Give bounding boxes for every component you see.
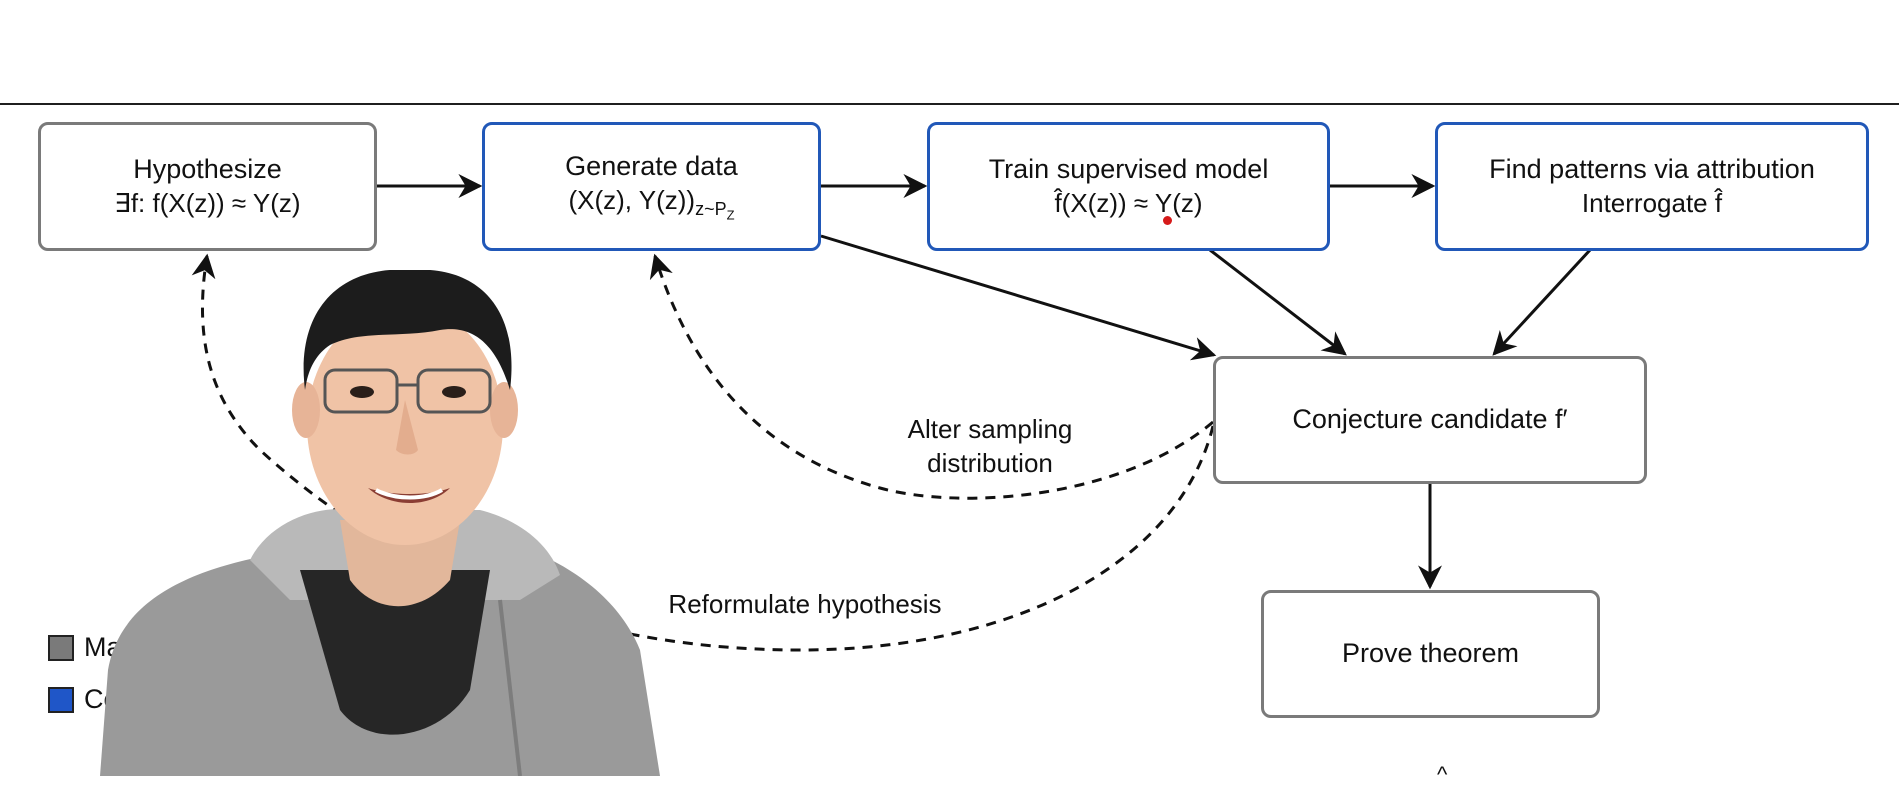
presenter-shirt [300, 570, 490, 735]
generate-formula: (X(z), Y(z))z~PZ [568, 184, 734, 225]
dashed-arrow-reformulate [191, 253, 1215, 652]
conjecture-title: Conjecture candidate f′ [1292, 404, 1568, 435]
presenter-glasses-left [323, 368, 399, 414]
box-conjecture: Conjecture candidate f′ [1213, 356, 1647, 484]
patterns-formula: Interrogate f̂ [1581, 188, 1723, 219]
generate-formula-subsub: Z [726, 207, 735, 223]
hypothesize-title: Hypothesize [133, 154, 282, 185]
patterns-title: Find patterns via attribution [1489, 154, 1815, 185]
box-find-patterns: Find patterns via attribution Interrogat… [1435, 122, 1869, 251]
box-hypothesize: Hypothesize ∃f: f(X(z)) ≈ Y(z) [38, 122, 377, 251]
presenter-overlay [100, 270, 660, 776]
presenter-nose [396, 400, 418, 455]
generate-title: Generate data [565, 150, 738, 181]
presenter-teeth [375, 488, 444, 500]
arrow-generate-to-conjecture [820, 234, 1217, 361]
train-formula: f̂(X(z)) ≈ Y(z) [1054, 188, 1203, 219]
box-generate-data: Generate data (X(z), Y(z))z~PZ [482, 122, 821, 251]
presenter-eye-right [442, 386, 466, 398]
top-divider-line [0, 103, 1899, 105]
stray-caret-glyph: ^ [1437, 762, 1448, 787]
presenter-ear-right [490, 382, 518, 438]
arrow-train-to-conjecture [1209, 248, 1347, 356]
prove-title: Prove theorem [1341, 638, 1520, 669]
legend-math-swatch [48, 634, 74, 661]
box-prove-theorem: Prove theorem [1261, 590, 1600, 718]
presenter-neck [340, 520, 460, 607]
presenter-glasses-right [416, 368, 492, 414]
presenter-zipper [498, 599, 522, 776]
train-title: Train supervised model [988, 154, 1269, 185]
generate-formula-subscript: z~P [695, 198, 727, 219]
box-train-model: Train supervised model f̂(X(z)) ≈ Y(z) [927, 122, 1330, 251]
red-marker-dot [1163, 216, 1172, 225]
presenter-ear-left [292, 382, 320, 438]
label-reformulate-hypothesis: Reformulate hypothesis [668, 589, 942, 619]
arrow-patterns-to-conjecture [1492, 248, 1592, 356]
generate-formula-main: (X(z), Y(z)) [568, 184, 696, 215]
legend-comp-swatch [48, 686, 74, 713]
dashed-arrow-alter-sampling [649, 253, 1214, 500]
presenter-eye-left [350, 386, 374, 398]
hypothesize-formula: ∃f: f(X(z)) ≈ Y(z) [114, 188, 301, 219]
presenter-hair [303, 270, 512, 390]
label-alter-sampling: Alter sampling distribution [907, 414, 1073, 478]
